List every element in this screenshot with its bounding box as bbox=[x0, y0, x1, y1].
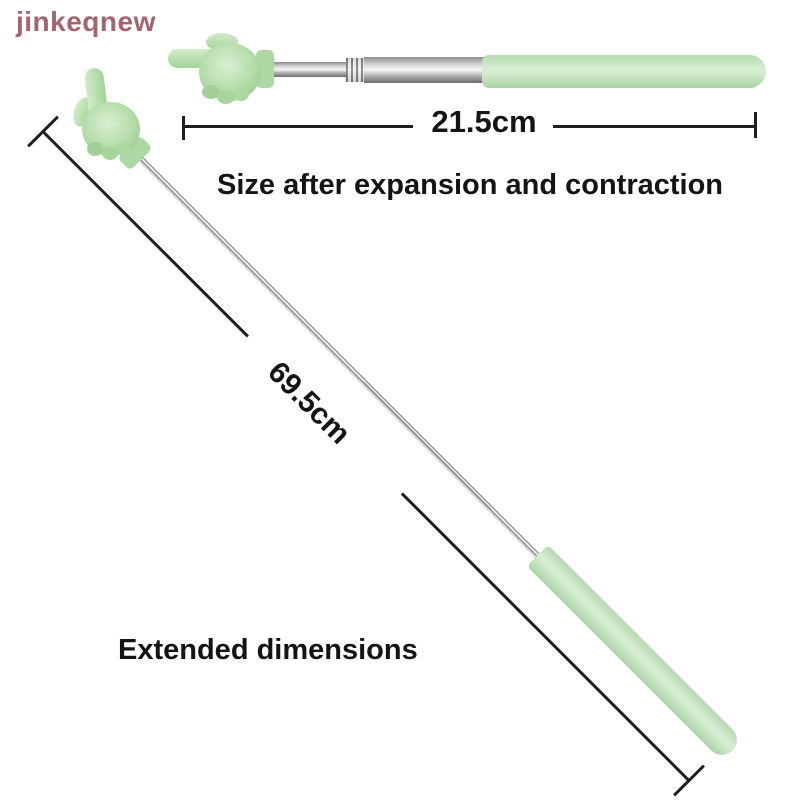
telescopic-shaft-joint bbox=[346, 58, 366, 82]
telescopic-shaft-extended bbox=[137, 155, 543, 561]
dimension-tick-left bbox=[182, 116, 185, 140]
dimension-line-lower bbox=[401, 491, 690, 781]
extended-caption: Extended dimensions bbox=[118, 634, 418, 666]
telescopic-shaft-thick-segment bbox=[364, 57, 484, 83]
dimension-line-right bbox=[553, 125, 756, 128]
extended-pointer-bar bbox=[129, 147, 744, 762]
collapsed-caption: Size after expansion and contraction bbox=[217, 169, 723, 201]
watermark-text: jinkeqnew bbox=[16, 6, 156, 37]
collapsed-length-label: 21.5cm bbox=[431, 104, 537, 139]
telescopic-shaft-thin-segment bbox=[272, 62, 350, 77]
dimension-tick-right bbox=[754, 112, 757, 138]
pointer-handle-collapsed bbox=[482, 55, 766, 88]
dimension-line-left bbox=[183, 125, 413, 128]
hand-pointer-up-icon bbox=[73, 68, 151, 169]
hand-pointer-left-icon bbox=[168, 33, 274, 104]
